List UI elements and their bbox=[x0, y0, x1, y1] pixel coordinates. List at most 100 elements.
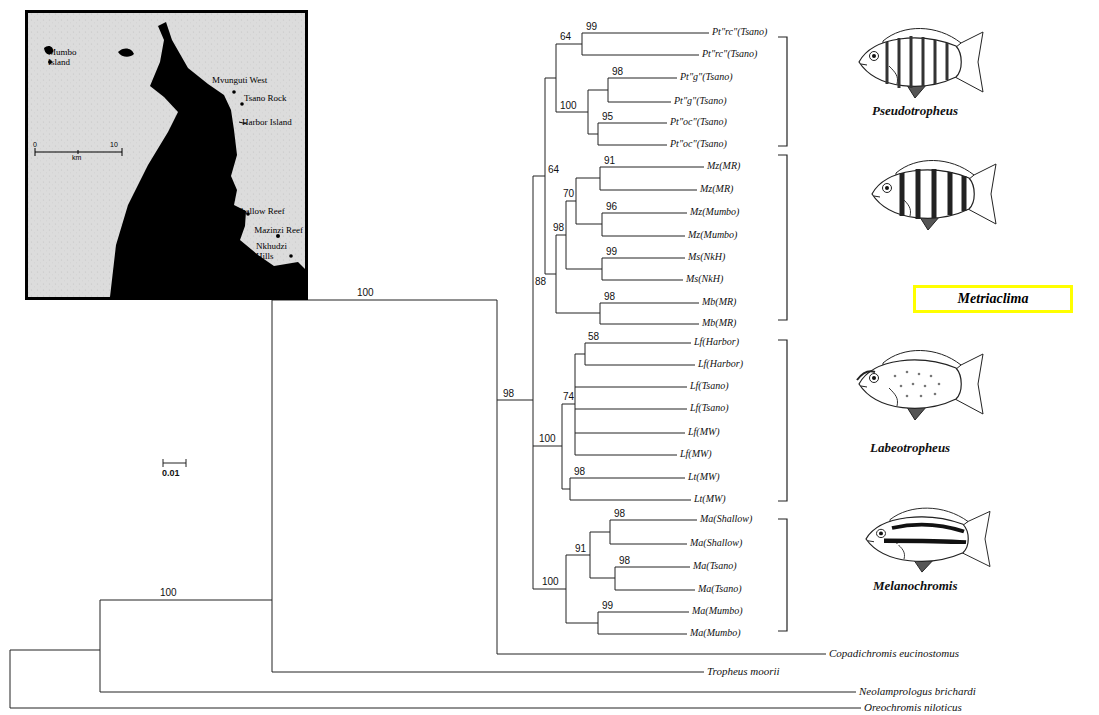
outgroup-label: Oreochromis niloticus bbox=[864, 701, 962, 714]
taxon-label: Ma(Mumbo) bbox=[692, 605, 743, 617]
place-label: Mazinzi Reef bbox=[254, 225, 303, 235]
taxon-label: Mb(MR) bbox=[702, 296, 736, 308]
figure-stroke bbox=[924, 385, 927, 388]
taxon-label: Ma(Shallow) bbox=[700, 513, 752, 525]
fish-labeotropheus bbox=[857, 350, 983, 420]
figure-stroke bbox=[866, 508, 990, 572]
taxon-label: Ma(Mumbo) bbox=[690, 627, 741, 639]
figure-stroke bbox=[902, 169, 964, 219]
bootstrap-value: 96 bbox=[606, 201, 617, 213]
figure-stroke bbox=[118, 48, 134, 56]
bootstrap-value: 64 bbox=[548, 164, 559, 176]
bootstrap-value: 100 bbox=[539, 433, 556, 445]
taxon-label: Lf(Tsano) bbox=[690, 402, 729, 414]
taxon-label: Pt"g"(Tsano) bbox=[680, 71, 732, 83]
bootstrap-value: 88 bbox=[535, 276, 546, 288]
bootstrap-value: 98 bbox=[503, 388, 514, 400]
genus-name: Pseudotropheus bbox=[872, 103, 958, 119]
bootstrap-value: 58 bbox=[588, 331, 599, 343]
taxon-label: Pt"rc"(Tsano) bbox=[702, 48, 757, 60]
figure-stroke bbox=[912, 383, 915, 386]
taxon-label: Lt(MW) bbox=[688, 471, 720, 483]
bootstrap-value: 98 bbox=[574, 466, 585, 478]
figure-stroke bbox=[938, 383, 941, 386]
bootstrap-value: 100 bbox=[542, 576, 559, 588]
taxon-label: Ma(Tsano) bbox=[698, 583, 742, 595]
figure-stroke bbox=[920, 395, 923, 398]
figure-stroke bbox=[778, 340, 787, 501]
figure-stroke bbox=[918, 373, 921, 376]
figure-stroke bbox=[934, 393, 937, 396]
bootstrap-value: 74 bbox=[563, 391, 574, 403]
taxon-label: Lt(MW) bbox=[694, 493, 726, 505]
figure-stroke bbox=[886, 544, 966, 545]
taxon-label: Lf(Harbor) bbox=[698, 358, 743, 370]
figure-stroke bbox=[930, 375, 933, 378]
figure-stroke bbox=[778, 519, 787, 631]
highlight-box: Metriaclima bbox=[913, 285, 1073, 313]
figure-stroke bbox=[163, 459, 186, 467]
bootstrap-value: 91 bbox=[575, 543, 586, 555]
bootstrap-value: 70 bbox=[563, 188, 574, 200]
scale-number: 0 bbox=[33, 141, 37, 149]
outgroup-label: Tropheus moorii bbox=[707, 665, 780, 678]
figure-stroke bbox=[887, 36, 947, 88]
bootstrap-value: 99 bbox=[602, 600, 613, 612]
place-label: Shallow Reef bbox=[236, 206, 285, 216]
taxon-label: Pt"g"(Tsano) bbox=[674, 95, 726, 107]
taxon-label: Ma(Tsano) bbox=[693, 560, 737, 572]
taxon-label: Lf(Tsano) bbox=[690, 380, 729, 392]
bootstrap-value: 100 bbox=[560, 100, 577, 112]
taxon-label: Ma(Shallow) bbox=[690, 537, 742, 549]
figure-stroke bbox=[556, 33, 709, 145]
figure-stroke bbox=[900, 385, 903, 388]
genus-name: Labeotropheus bbox=[870, 440, 950, 456]
taxon-label: Mz(MR) bbox=[700, 183, 733, 195]
figure-stroke bbox=[892, 525, 964, 532]
taxon-label: Lf(Harbor) bbox=[694, 336, 739, 348]
figure-stroke bbox=[25, 10, 308, 300]
bootstrap-value: 99 bbox=[606, 246, 617, 258]
scale-number: 10 bbox=[110, 141, 118, 149]
figure-stroke bbox=[857, 371, 875, 380]
taxon-label: Ms(NkH) bbox=[686, 273, 723, 285]
bootstrap-value: 98 bbox=[604, 291, 615, 303]
fish-melanochromis bbox=[866, 508, 990, 572]
figure-stroke bbox=[872, 160, 996, 230]
scale-unit: km bbox=[72, 154, 81, 162]
figure-stroke bbox=[894, 375, 897, 378]
bootstrap-value: 100 bbox=[357, 287, 374, 299]
genus-name: Metriaclima bbox=[958, 291, 1029, 307]
tree-branches bbox=[10, 33, 861, 708]
figure-stroke bbox=[562, 343, 695, 500]
bootstrap-value: 64 bbox=[560, 31, 571, 43]
genus-name: Melanochromis bbox=[873, 578, 958, 594]
bootstrap-value: 99 bbox=[586, 21, 597, 33]
figure-stroke bbox=[906, 371, 909, 374]
map-inset: Mumbo IslandMvunguti WestTsano RockHarbo… bbox=[25, 10, 308, 300]
scale-label: 0.01 bbox=[162, 468, 180, 479]
outgroup-label: Copadichromis eucinostomus bbox=[829, 647, 959, 660]
place-label: Harbor Island bbox=[242, 117, 292, 127]
figure-stroke bbox=[10, 176, 861, 708]
figure-stroke bbox=[110, 22, 306, 297]
taxon-label: Pt"rc"(Tsano) bbox=[712, 26, 767, 38]
figure-stroke bbox=[859, 28, 983, 98]
figure-stroke bbox=[887, 36, 947, 88]
bootstrap-value: 98 bbox=[619, 555, 630, 567]
figure-stroke bbox=[289, 254, 293, 258]
clade-brackets bbox=[778, 37, 787, 631]
place-label: Mvunguti West bbox=[212, 75, 267, 85]
taxon-label: Lf(MW) bbox=[688, 426, 720, 438]
fish-metriaclima bbox=[872, 160, 996, 230]
figure-stroke bbox=[545, 78, 704, 324]
bootstrap-value: 100 bbox=[160, 587, 177, 599]
taxon-label: Ms(NkH) bbox=[688, 251, 725, 263]
bootstrap-value: 98 bbox=[614, 508, 625, 520]
figure-stroke bbox=[859, 350, 983, 420]
taxon-label: Mb(MR) bbox=[702, 317, 736, 329]
taxon-label: Lf(MW) bbox=[680, 448, 712, 460]
bootstrap-value: 95 bbox=[602, 111, 613, 123]
figure-stroke bbox=[902, 169, 964, 219]
taxon-label: Mz(Mumbo) bbox=[688, 229, 737, 241]
